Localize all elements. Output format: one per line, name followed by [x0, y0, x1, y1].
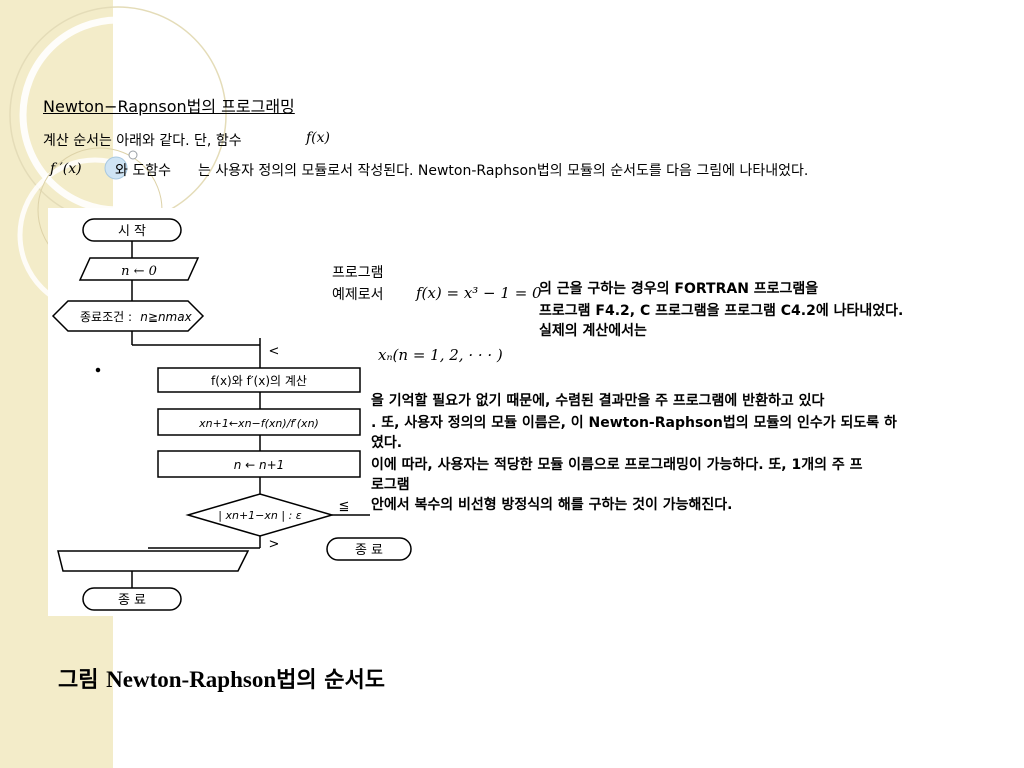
flow-end-node-right: 종 료	[326, 537, 412, 561]
flow-start-label: 시 작	[118, 224, 146, 239]
flow-init-label: n ← 0	[121, 264, 157, 279]
flow-loop-node	[57, 550, 250, 572]
flow-end-node-bottom	[82, 587, 182, 611]
intro-line-2b: 는 사용자 정의의 모듈로서 작성된다. Newton-Raphson법의 모듈…	[198, 163, 809, 179]
slide-title: Newton−Rapnson법의 프로그래밍	[43, 97, 295, 116]
program-example-label-2: 예제로서	[332, 287, 384, 303]
flow-end-label-right: 종 료	[355, 543, 383, 558]
figure-caption: 그림 Newton-Raphson법의 순서도	[58, 662, 385, 694]
xn-expression: xₙ(n = 1, 2, · · · )	[378, 346, 503, 364]
flowchart-panel: 시 작 n ← 0 종료조건 : n≧nmax f(x)와 f′(x)의 계산 …	[48, 208, 379, 616]
body-line-2: . 또, 사용자 정의의 모듈 이름은, 이 Newton-Raphson법의 …	[371, 415, 897, 431]
intro-line-1: 계산 순서는 아래와 같다. 단, 함수	[43, 133, 242, 149]
flow-init-node	[78, 257, 200, 281]
flow-le-label: ≦	[339, 499, 350, 514]
body-line-3: 였다.	[371, 435, 403, 451]
flow-update-node	[157, 408, 361, 436]
program-example-equation: f(x) = x³ − 1 = 0	[416, 284, 542, 302]
flow-increment-label: n ← n+1	[234, 458, 285, 472]
flow-gt-label: >	[269, 537, 280, 552]
flow-update-label: xn+1←xn−f(xn)/f′(xn)	[198, 417, 319, 430]
body-line-4: 이에 따라, 사용자는 적당한 모듈 이름으로 프로그래밍이 가능하다. 또, …	[371, 457, 863, 473]
program-example-line-3: 실제의 계산에서는	[539, 323, 647, 339]
program-example-line-1: 의 근을 구하는 경우의 FORTRAN 프로그램을	[539, 281, 819, 297]
flow-end-label-bottom: 종 료	[118, 593, 146, 608]
body-line-5: 로그램	[371, 477, 410, 493]
fprime-of-x-formula: f ′(x)	[50, 161, 82, 177]
program-example-line-2: 프로그램 F4.2, C 프로그램을 프로그램 C4.2에 나타내었다.	[539, 303, 904, 319]
caption-name: Newton-Raphson	[106, 667, 277, 692]
flow-stop-condition-expr: n≧nmax	[140, 310, 192, 324]
body-line-1: 을 기억할 필요가 없기 때문에, 수렴된 결과만을 주 프로그램에 반환하고 …	[371, 393, 825, 409]
intro-line-2a: 와 도함수	[115, 163, 171, 179]
flowchart: 시 작 n ← 0 종료조건 : n≧nmax f(x)와 f′(x)의 계산 …	[51, 218, 379, 611]
flow-compute-node	[157, 367, 361, 393]
caption-prefix: 그림	[58, 668, 99, 693]
flow-decision-label: | xn+1−xn | : ε	[218, 509, 301, 522]
f-of-x-formula: f(x)	[306, 130, 331, 146]
program-example-label-1: 프로그램	[332, 265, 384, 281]
flow-stop-condition-label: 종료조건 :	[80, 310, 132, 324]
flow-compute-label: f(x)와 f′(x)의 계산	[211, 374, 307, 388]
flow-stop-condition-node	[51, 300, 205, 332]
caption-suffix: 법의 순서도	[276, 668, 386, 693]
flow-increment-node	[157, 450, 361, 478]
flow-lt-label: <	[269, 344, 280, 359]
body-line-6: 안에서 복수의 비선형 방정식의 해를 구하는 것이 가능해진다.	[371, 497, 733, 513]
